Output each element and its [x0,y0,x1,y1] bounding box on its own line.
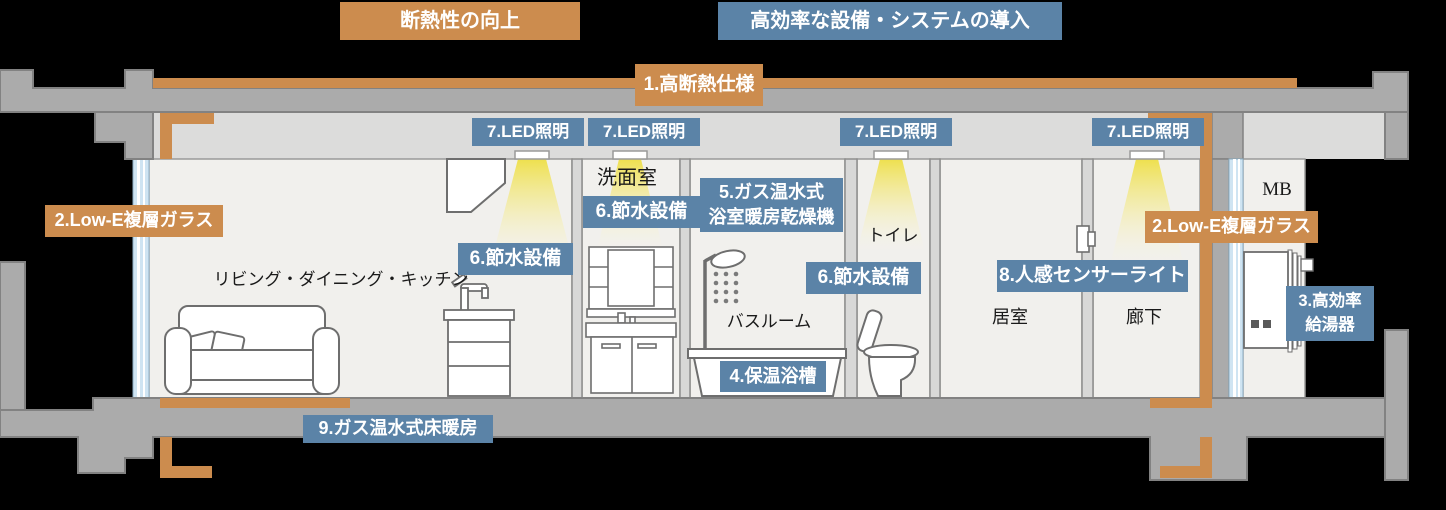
label-water-saving-washroom: 6.節水設備 [583,196,700,228]
room-name-bedroom: 居室 [990,303,1030,329]
label-led-toilet: 7.LED照明 [840,118,952,146]
label-low-e-glass-left: 2.Low-E複層ガラス [45,205,223,237]
label-water-saving-toilet: 6.節水設備 [806,262,921,294]
label-text-line1: 3.高効率 [1298,291,1362,310]
vanity-icon [585,246,677,394]
light-cone-living [490,159,574,266]
room-name-text: MB [1262,179,1292,200]
header-insulation-text: 断熱性の向上 [400,10,520,32]
room-name-bathroom: バスルーム [724,306,814,332]
room-name-text: 洗面室 [597,166,657,189]
motion-sensor-icon [1076,225,1096,253]
left-balcony-parapet [0,261,26,413]
room-name-text: トイレ [867,225,919,245]
right-wall-insulation [1200,113,1212,398]
room-name-toilet: トイレ [867,220,919,246]
label-floor-heating: 9.ガス温水式床暖房 [303,415,493,443]
header-equipment: 高効率な設備・システムの導入 [718,2,1062,40]
range-hood-icon [446,158,506,213]
label-text: 1.高断熱仕様 [643,73,755,95]
label-text: 6.節水設備 [817,266,910,288]
label-text: 7.LED照明 [1106,121,1190,141]
room-name-ldk: リビング・ダイニング・キッチン [214,264,469,290]
room-name-text: 居室 [992,307,1028,327]
label-text-line2: 給湯器 [1305,315,1355,334]
kitchen-sink-icon [443,273,515,397]
room-name-text: リビング・ダイニング・キッチン [213,269,469,289]
left-ceiling-insulation [160,113,214,159]
led-fixture-icon [873,150,909,160]
led-fixtures [514,150,1165,160]
left-floor-insulation [160,398,350,408]
label-water-heater: 3.高効率 給湯器 [1286,286,1374,341]
light-cone-toilet [857,159,925,252]
right-floor-insulation [1150,398,1212,408]
label-bathroom-heater-dryer: 5.ガス温水式 浴室暖房乾燥機 [700,178,843,232]
led-fixture-icon [612,150,648,160]
shower-icon [703,249,746,350]
label-text: 6.節水設備 [469,247,562,269]
label-led-living: 7.LED照明 [472,118,584,146]
label-insulated-bathtub: 4.保温浴槽 [720,361,826,392]
room-name-text: 廊下 [1126,307,1162,327]
led-fixture-icon [514,150,550,160]
label-text: 4.保温浴槽 [729,365,817,386]
label-text: 6.節水設備 [595,200,688,222]
label-text: 7.LED照明 [486,121,570,141]
left-underfloor-insulation [160,437,212,478]
header-equipment-text: 高効率な設備・システムの導入 [750,10,1030,32]
low-e-window-left [132,158,150,399]
label-text: 2.Low-E複層ガラス [1152,216,1311,237]
room-name-washroom: 洗面室 [597,162,657,189]
label-text-line2: 浴室暖房乾燥機 [708,207,835,227]
toilet-icon [856,309,919,397]
label-text: 2.Low-E複層ガラス [54,210,214,231]
shower-drops [713,271,739,304]
label-text: 7.LED照明 [602,121,686,141]
room-name-corridor: 廊下 [1124,303,1164,329]
low-e-window-right [1228,158,1244,399]
label-text: 8.人感センサーライト [999,264,1186,286]
label-high-insulation: 1.高断熱仕様 [635,64,763,106]
label-motion-sensor-light: 8.人感センサーライト [997,260,1188,292]
label-water-saving-kitchen: 6.節水設備 [458,243,573,275]
label-text: 9.ガス温水式床暖房 [318,418,478,439]
led-fixture-icon [1129,150,1165,160]
header-insulation: 断熱性の向上 [340,2,580,40]
room-name-meter-box: MB [1257,177,1297,203]
label-led-washroom: 7.LED照明 [588,118,700,146]
label-text-line1: 5.ガス温水式 [718,181,824,202]
right-wall-lower [1384,329,1409,481]
right-wall-top [1384,111,1409,160]
sofa-icon [164,305,340,395]
label-led-corridor: 7.LED照明 [1092,118,1204,146]
label-low-e-glass-right: 2.Low-E複層ガラス [1145,211,1318,243]
label-text: 7.LED照明 [854,121,938,141]
left-wall-top [94,111,154,160]
room-name-text: バスルーム [726,311,812,331]
right-underfloor-insulation [1160,437,1212,478]
